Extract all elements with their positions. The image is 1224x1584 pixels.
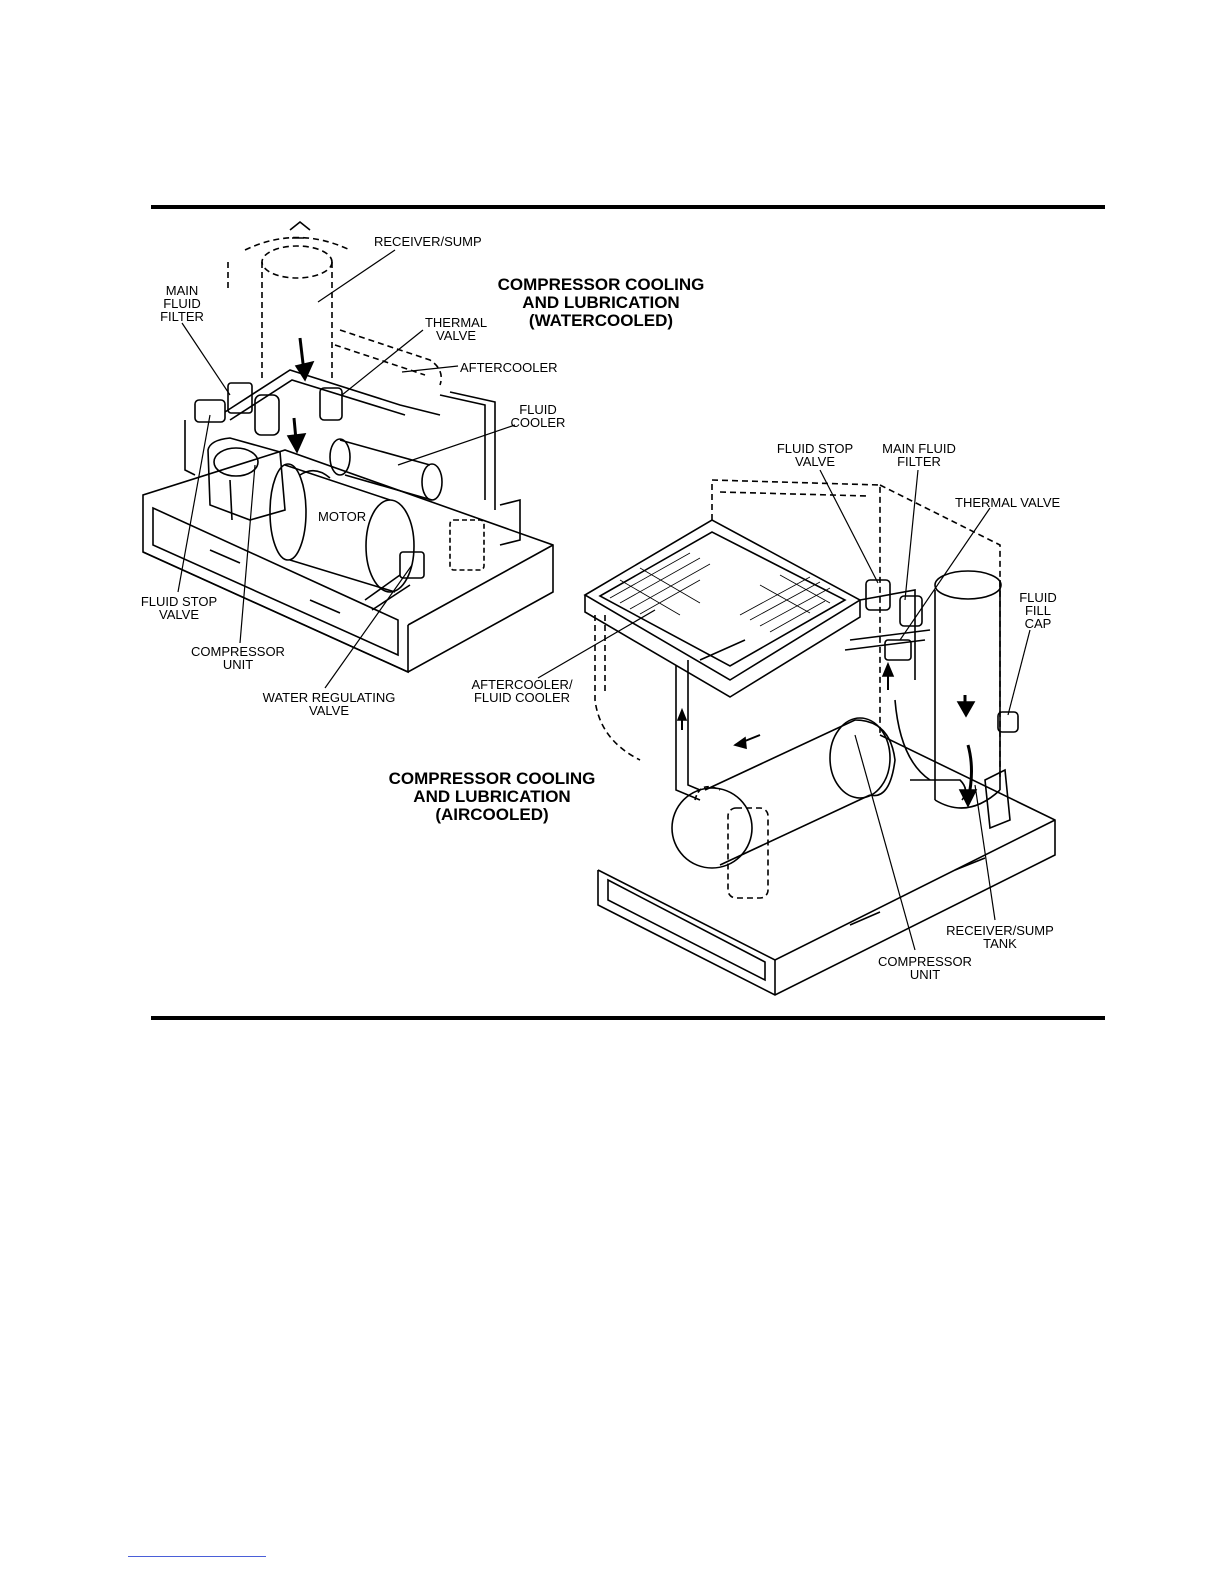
- label-compressor-unit-air: COMPRESSOR UNIT: [872, 955, 978, 981]
- label-receiver-sump-tank-line-1: RECEIVER/SUMP: [946, 923, 1054, 938]
- label-main-fluid-filter-line-2: FLUID: [163, 296, 201, 311]
- label-aftercooler-line-1: AFTERCOOLER: [460, 360, 558, 375]
- label-motor-line-1: MOTOR: [318, 509, 367, 524]
- label-fluid-cooler-line-1: FLUID: [519, 402, 557, 417]
- label-aftercooler-fluid-cooler-line-2: FLUID COOLER: [473, 690, 571, 705]
- label-thermal-valve-air: THERMAL VALVE: [955, 496, 1060, 509]
- label-fluid-cooler-line-2: COOLER: [510, 415, 566, 430]
- label-fluid-stop-valve-water-line-1: FLUID STOP: [140, 594, 218, 609]
- label-compressor-unit-water-line-2: UNIT: [222, 657, 254, 672]
- label-fluid-cooler: FLUID COOLER: [503, 403, 573, 429]
- watercooled-unit-drawing: [142, 220, 554, 674]
- label-receiver-sump-tank-line-2: TANK: [983, 936, 1017, 951]
- footer-link-underline[interactable]: [128, 1556, 266, 1557]
- label-water-regulating-valve-line-2: VALVE: [309, 703, 349, 718]
- label-fluid-stop-valve-air-line-1: FLUID STOP: [776, 441, 854, 456]
- aircooled-title-line-2: AND LUBRICATION: [413, 787, 571, 806]
- label-water-regulating-valve: WATER REGULATING VALVE: [254, 691, 404, 717]
- label-main-fluid-filter-air-line-1: MAIN FLUID: [882, 441, 956, 456]
- label-thermal-valve-line-2: VALVE: [436, 328, 476, 343]
- figure-top-rule: [151, 205, 1105, 209]
- aircooled-title-line-1: COMPRESSOR COOLING: [388, 769, 596, 788]
- label-receiver-sump: RECEIVER/SUMP: [374, 235, 482, 248]
- label-main-fluid-filter-air-line-2: FILTER: [897, 454, 941, 469]
- watercooled-title-line-2: AND LUBRICATION: [522, 293, 680, 312]
- label-water-regulating-valve-line-1: WATER REGULATING: [262, 690, 396, 705]
- label-motor: MOTOR: [316, 509, 369, 524]
- label-fluid-stop-valve-air: FLUID STOP VALVE: [770, 442, 860, 468]
- label-fluid-stop-valve-water: FLUID STOP VALVE: [134, 595, 224, 621]
- label-fluid-fill-cap: FLUID FILL CAP: [1014, 591, 1062, 630]
- label-thermal-valve-line-1: THERMAL: [424, 315, 488, 330]
- label-compressor-unit-water-line-1: COMPRESSOR: [191, 644, 285, 659]
- label-fluid-stop-valve-water-line-2: VALVE: [159, 607, 199, 622]
- watercooled-title-line-1: COMPRESSOR COOLING: [497, 275, 705, 294]
- label-receiver-sump-tank: RECEIVER/SUMP TANK: [938, 924, 1062, 950]
- label-main-fluid-filter-air: MAIN FLUID FILTER: [876, 442, 962, 468]
- label-compressor-unit-air-line-1: COMPRESSOR: [878, 954, 972, 969]
- label-thermal-valve: THERMAL VALVE: [418, 316, 494, 342]
- label-aftercooler-fluid-cooler: AFTERCOOLER/ FLUID COOLER: [462, 678, 582, 704]
- aircooled-title-line-3: (AIRCOOLED): [435, 805, 549, 824]
- label-main-fluid-filter: MAIN FLUID FILTER: [152, 284, 212, 323]
- label-main-fluid-filter-line-1: MAIN: [165, 283, 199, 298]
- label-fluid-fill-cap-line-2: FILL: [1024, 603, 1051, 618]
- leader-lines: [177, 249, 1031, 951]
- label-fluid-fill-cap-line-1: FLUID: [1019, 590, 1057, 605]
- label-receiver-sump-line-1: RECEIVER/SUMP: [374, 234, 482, 249]
- watercooled-title: COMPRESSOR COOLING AND LUBRICATION (WATE…: [487, 276, 715, 330]
- label-compressor-unit-water: COMPRESSOR UNIT: [186, 645, 290, 671]
- figure-bottom-rule: [151, 1016, 1105, 1020]
- label-fluid-fill-cap-line-3: CAP: [1024, 616, 1052, 631]
- label-aftercooler-fluid-cooler-line-1: AFTERCOOLER/: [471, 677, 573, 692]
- aircooled-unit-drawing: [583, 479, 1056, 996]
- label-thermal-valve-air-line-1: THERMAL VALVE: [955, 495, 1061, 510]
- aircooled-title: COMPRESSOR COOLING AND LUBRICATION (AIRC…: [378, 770, 606, 824]
- label-fluid-stop-valve-air-line-2: VALVE: [795, 454, 835, 469]
- label-compressor-unit-air-line-2: UNIT: [909, 967, 941, 982]
- label-aftercooler: AFTERCOOLER: [460, 361, 558, 374]
- label-main-fluid-filter-line-3: FILTER: [160, 309, 204, 324]
- watercooled-title-line-3: (WATERCOOLED): [528, 311, 674, 330]
